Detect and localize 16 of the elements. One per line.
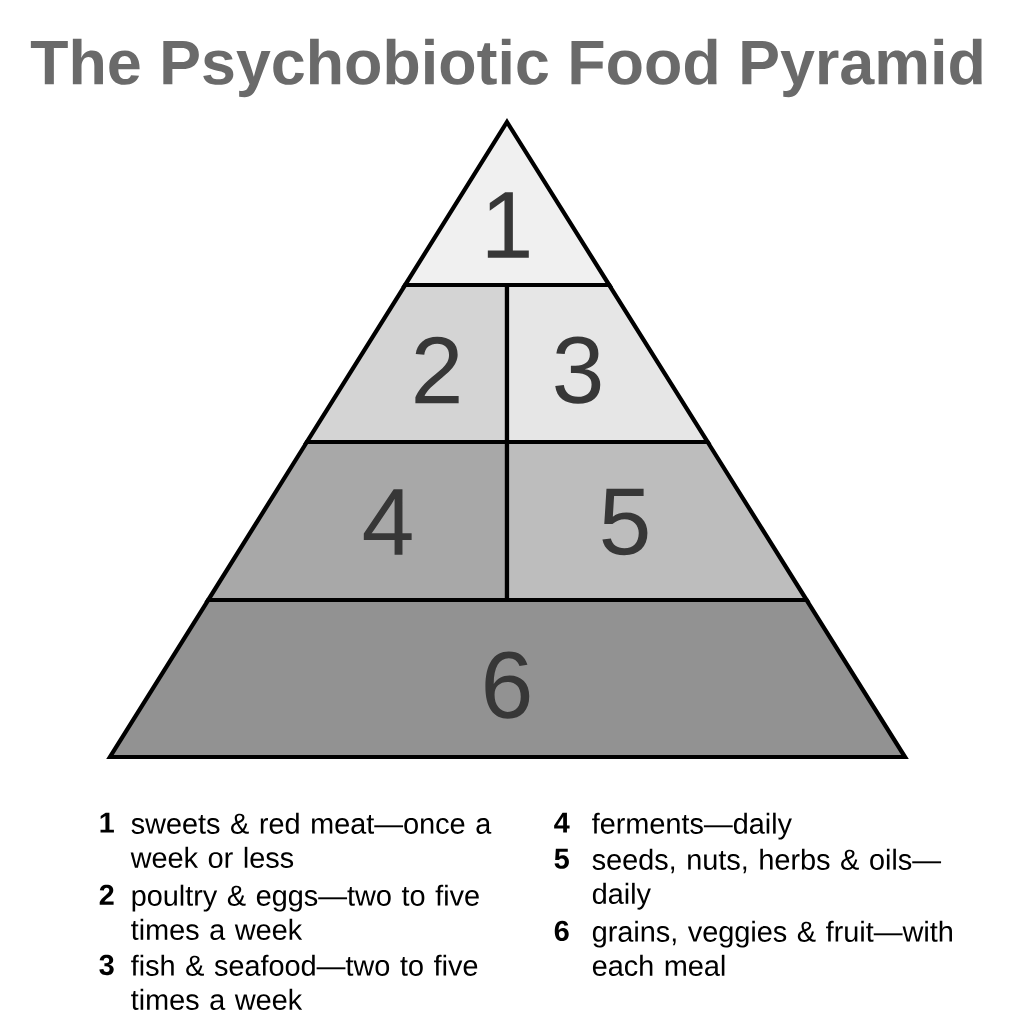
legend-text: ferments—daily (592, 812, 792, 840)
legend-number: 3 (99, 954, 114, 976)
title: The Psychobiotic Food Pyramid (30, 38, 982, 98)
tier-number: 2 (415, 336, 459, 404)
tier-number: 1 (487, 192, 529, 258)
legend-number: 5 (554, 848, 569, 869)
tier-number: 6 (485, 651, 530, 719)
legend-text: grains, veggies & fruit—with each meal (592, 920, 952, 976)
legend-number: 1 (100, 812, 114, 833)
legend-text: fish & seafood—two to five times a week (131, 954, 478, 1010)
tier-number: 5 (602, 488, 648, 556)
tier-number: 3 (555, 336, 601, 404)
tier-number: 4 (363, 489, 412, 555)
legend-number: 6 (554, 920, 569, 942)
legend-number: 2 (99, 884, 114, 905)
legend-number: 4 (554, 812, 570, 833)
